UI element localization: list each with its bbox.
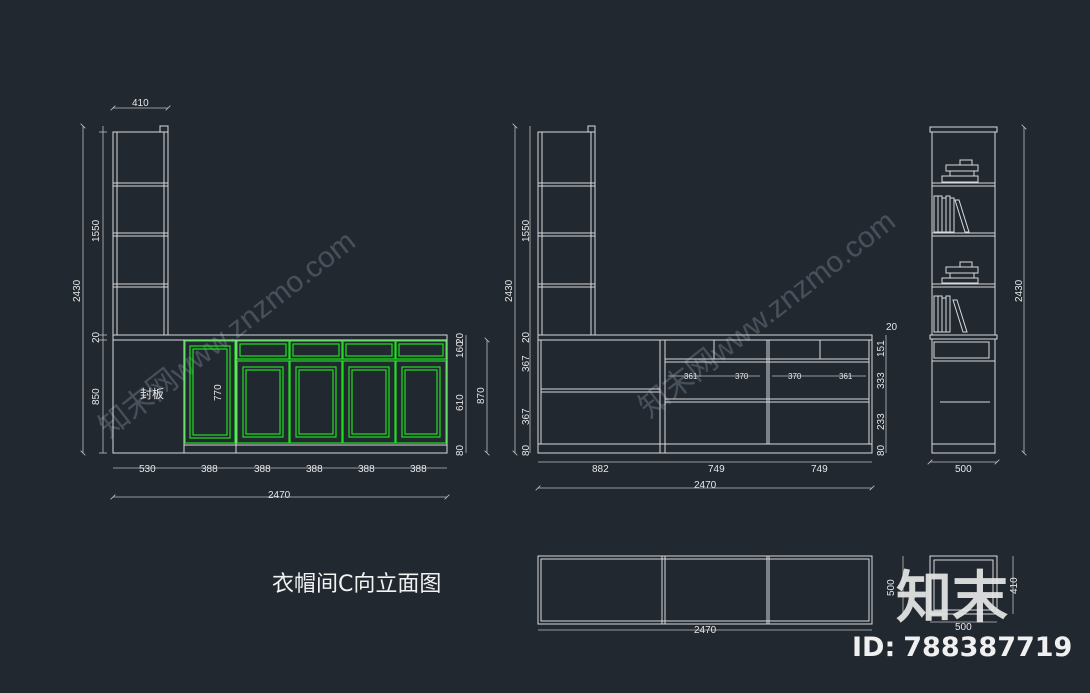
watermark-group: 知末网www.znzmo.com 知末网www.znzmo.com [93,204,902,444]
dim-label: 388 [358,464,375,475]
dim-label: 850 [91,388,102,405]
dim-label: 160 [455,341,466,358]
plan-outline [537,555,873,625]
dim-label: 361 [684,372,698,381]
dim-label: 388 [201,464,218,475]
dim-label: 388 [410,464,427,475]
left-dimensions [83,108,487,497]
dim-label: 1550 [91,219,102,242]
left-elevation [112,125,448,454]
dim-label: 367 [521,408,532,425]
middle-dimensions [515,126,887,488]
id-number: 788387719 [903,632,1073,663]
door-panel [342,360,396,444]
id-label: ID: [852,632,896,663]
drawer-front [342,340,396,360]
dim-label: 233 [876,413,887,430]
door-tall [184,340,236,444]
middle-dimension-labels: 2430 1550 20 367 367 80 20 151 333 233 8… [504,219,898,491]
dim-label: 2430 [72,279,83,302]
side-dimensions [930,127,1024,462]
counter-top [537,334,873,341]
drawer-front [236,340,290,360]
brand-id-watermark: ID:788387719 [852,632,1072,663]
dim-label: 370 [735,372,749,381]
drawer-front [289,340,343,360]
dim-label: 20 [455,332,466,344]
lower-cabinet-outline [112,339,448,454]
door-panel [395,360,447,444]
dim-label: 500 [955,622,972,633]
dim-label: 410 [132,98,149,109]
dim-label: 20 [521,331,532,343]
door-panel [236,360,290,444]
dim-label: 2470 [268,490,291,501]
dim-label: 20 [91,331,102,343]
dim-label: 530 [139,464,156,475]
left-doors-highlight [184,340,447,444]
dim-label: 151 [876,340,887,357]
door-panel [289,360,343,444]
counter-top [112,334,448,341]
dim-label: 20 [886,322,898,333]
dim-label: 388 [306,464,323,475]
side-dimension-labels: 2430 500 [955,279,1025,475]
dim-label: 80 [455,444,466,456]
dim-label: 500 [955,464,972,475]
lower-cabinet-outline [537,339,873,454]
dim-label: 410 [1009,577,1020,594]
dim-label: 388 [254,464,271,475]
plan-dimension-labels: 2470 500 500 410 [694,577,1020,636]
dim-label: 882 [592,464,609,475]
dim-label: 367 [521,355,532,372]
dim-label: 2470 [694,625,717,636]
dim-label: 870 [476,387,487,404]
dim-label: 749 [708,464,725,475]
dim-label: 770 [213,384,224,401]
dim-label: 370 [788,372,802,381]
left-dimension-labels: 410 2430 1550 20 850 封板 770 160 20 610 8… [72,98,487,501]
dim-label: 80 [876,444,887,456]
dim-label: 2470 [694,480,717,491]
panel-label: 封板 [140,387,164,401]
side-elevation [929,126,998,454]
dim-label: 2430 [504,279,515,302]
brand-logo-watermark: 知末 [896,566,1008,631]
small-plan-outline [929,555,998,615]
dim-label: 333 [876,372,887,389]
drawer-front [395,340,447,360]
dim-label: 80 [521,444,532,456]
dim-label: 361 [839,372,853,381]
dim-label: 1550 [521,219,532,242]
dim-label: 610 [455,394,466,411]
drawing-title: 衣帽间C向立面图 [272,572,442,597]
dim-label: 500 [886,579,897,596]
middle-elevation [537,125,873,454]
dim-label: 749 [811,464,828,475]
dim-label: 2430 [1014,279,1025,302]
plan-view [537,555,1014,631]
